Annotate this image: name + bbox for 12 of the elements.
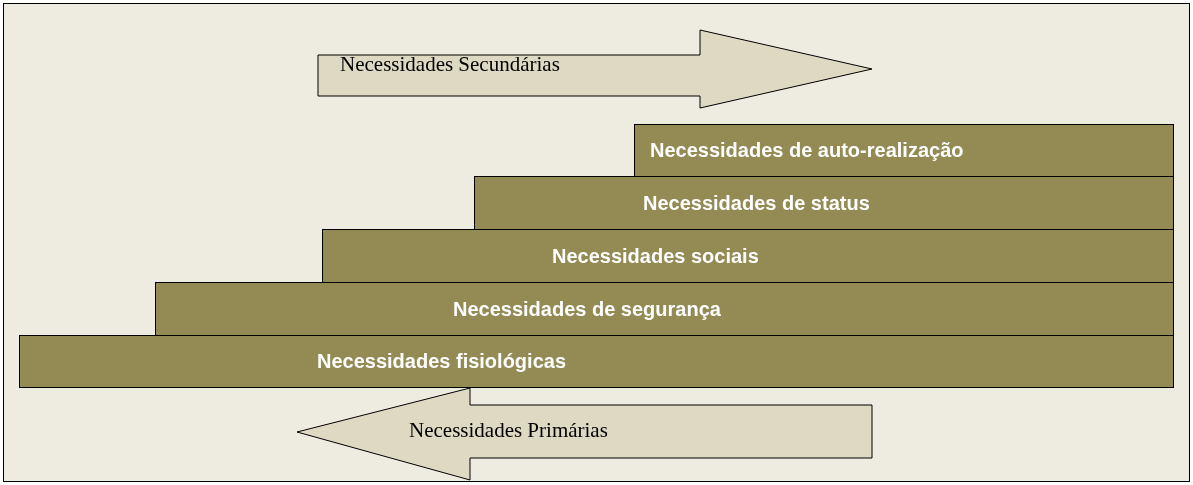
step-label: Necessidades fisiológicas: [317, 349, 566, 374]
step-bar: [634, 124, 1174, 177]
step-bar: [322, 229, 1174, 283]
step-label: Necessidades de auto-realização: [650, 138, 964, 163]
step-label: Necessidades de segurança: [453, 296, 721, 322]
step-bar: [474, 176, 1174, 230]
arrow-label: Necessidades Primárias: [409, 418, 608, 443]
step-bar: [19, 335, 1174, 388]
step-bar: [155, 282, 1174, 336]
arrow-label: Necessidades Secundárias: [340, 52, 560, 77]
step-label: Necessidades de status: [643, 190, 870, 216]
step-label: Necessidades sociais: [552, 243, 759, 269]
